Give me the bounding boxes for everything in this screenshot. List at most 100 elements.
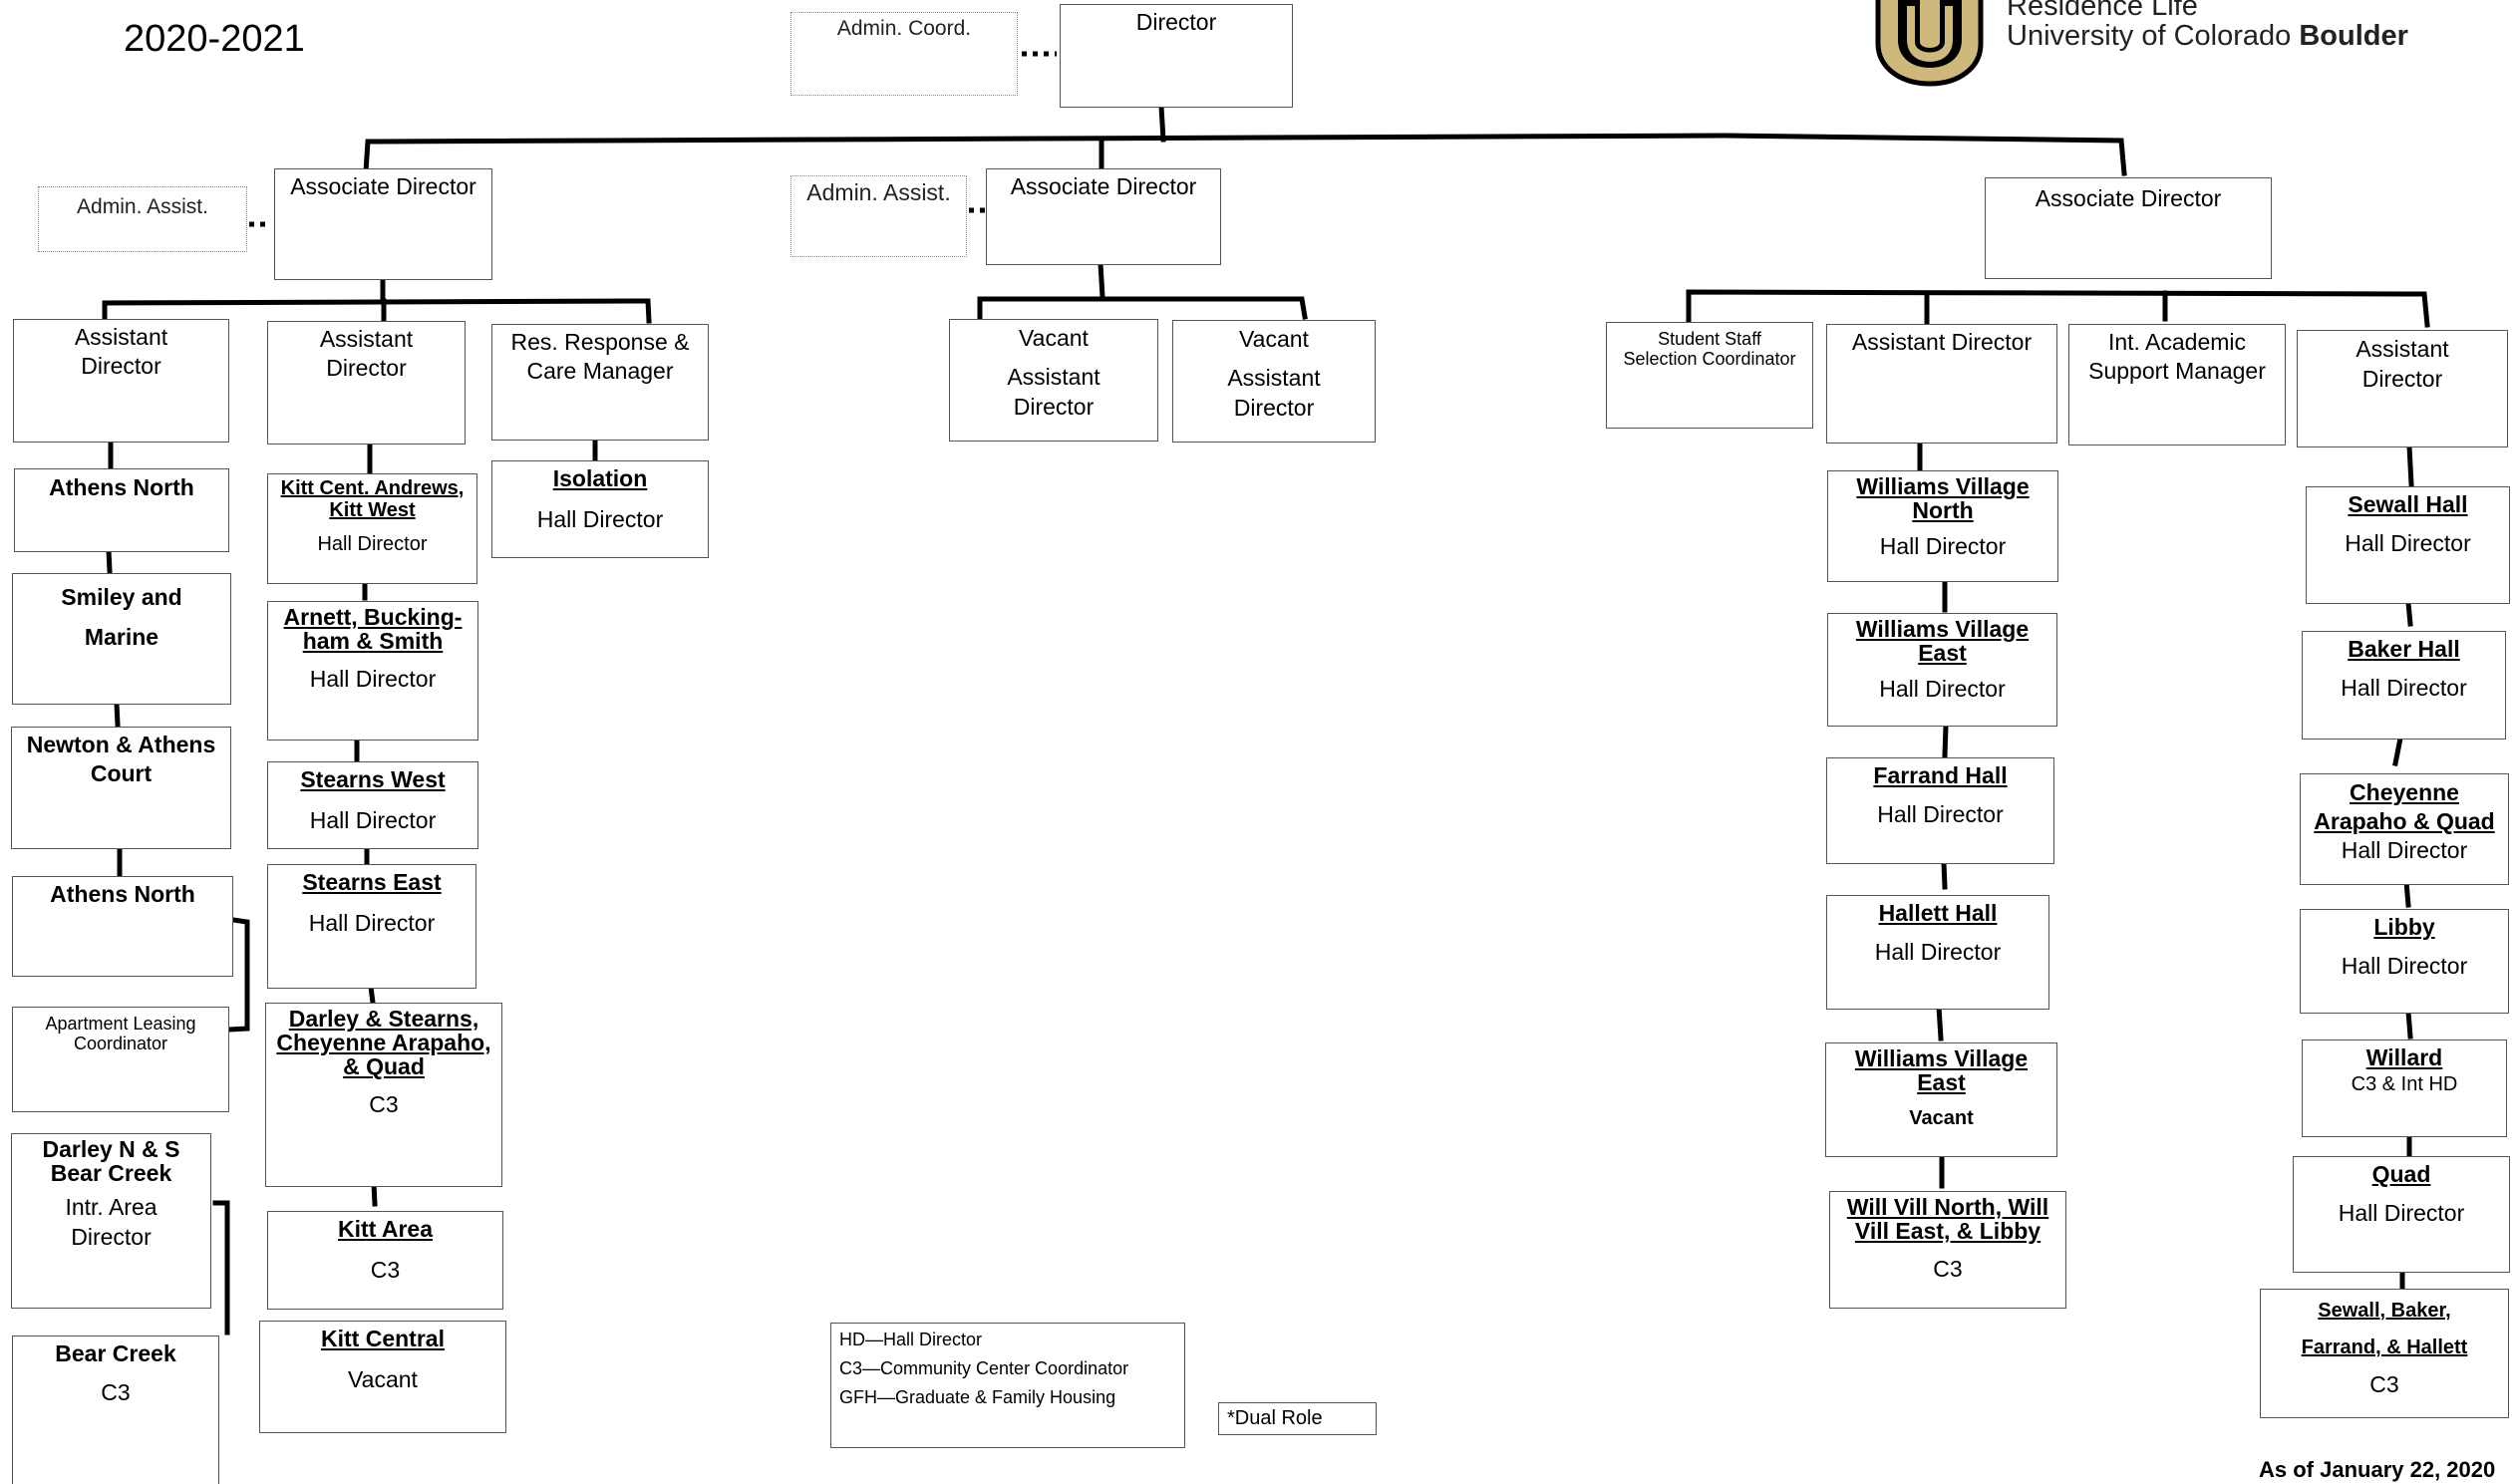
darley-stearns-role: C3 bbox=[369, 1091, 399, 1118]
sewall-box: Sewall Hall Hall Director bbox=[2306, 486, 2510, 604]
smiley-marine-box: Smiley and Marine bbox=[12, 573, 231, 705]
middle-assoc-box: Associate Director bbox=[986, 168, 1221, 265]
sewall-c3-line1: Sewall, Baker, bbox=[2318, 1300, 2451, 1322]
isolation-role: Hall Director bbox=[536, 506, 664, 533]
right-ad2-line1: Assistant bbox=[2356, 336, 2449, 362]
quad-title: Quad bbox=[2371, 1161, 2431, 1187]
vacant2-line1: Vacant bbox=[1239, 326, 1309, 352]
baker-box: Baker Hall Hall Director bbox=[2302, 631, 2506, 740]
farrand-role: Hall Director bbox=[1877, 801, 2004, 828]
wv-north-role: Hall Director bbox=[1879, 533, 2007, 560]
cheyenne-line1: Cheyenne bbox=[2350, 779, 2459, 805]
right-assoc-box: Associate Director bbox=[1985, 177, 2272, 279]
director-title: Director bbox=[1135, 9, 1217, 35]
wv-east-box: Williams Village East Hall Director bbox=[1827, 613, 2057, 727]
apt-leasing-line1: Apartment Leasing bbox=[45, 1014, 196, 1034]
stearns-east-title: Stearns East bbox=[302, 869, 442, 895]
athens-north-2-box: Athens North bbox=[12, 876, 233, 977]
libby-title: Libby bbox=[2373, 914, 2435, 940]
kitt-area-role: C3 bbox=[370, 1257, 401, 1284]
middle-admin-title: Admin. Assist. bbox=[806, 179, 951, 205]
baker-title: Baker Hall bbox=[2348, 636, 2460, 662]
athens-north-2-title: Athens North bbox=[50, 881, 195, 907]
vacant1-line3: Director bbox=[1013, 394, 1095, 420]
libby-role: Hall Director bbox=[2341, 953, 2468, 980]
kitt-cent-line1: Kitt Cent. Andrews, bbox=[280, 477, 465, 499]
left-ad1-box: Assistant Director bbox=[13, 319, 229, 443]
admin-coord-title: Admin. Coord. bbox=[836, 17, 972, 40]
wv-east-vacant-role: Vacant bbox=[1909, 1107, 1974, 1130]
wv-east-line1: Williams Village bbox=[1855, 616, 2030, 642]
quad-box: Quad Hall Director bbox=[2293, 1156, 2510, 1273]
sewall-c3-role: C3 bbox=[2369, 1371, 2399, 1397]
rrcm-line2: Care Manager bbox=[526, 358, 674, 385]
baker-role: Hall Director bbox=[2341, 675, 2467, 702]
darley-ns-line1: Darley N & S bbox=[42, 1136, 180, 1162]
vacant1-line1: Vacant bbox=[1019, 325, 1089, 351]
vacant-ad1-box: Vacant Assistant Director bbox=[949, 319, 1158, 442]
middle-admin-box: Admin. Assist. bbox=[790, 175, 967, 257]
left-ad1-line2: Director bbox=[81, 353, 161, 380]
hallett-box: Hallett Hall Hall Director bbox=[1826, 895, 2049, 1010]
right-ad-title: Assistant Director bbox=[1851, 329, 2033, 355]
smiley-line2: Marine bbox=[84, 624, 159, 650]
stearns-west-role: Hall Director bbox=[309, 807, 437, 834]
hallett-title: Hallett Hall bbox=[1878, 900, 1998, 926]
kitt-area-title: Kitt Area bbox=[338, 1216, 433, 1242]
stearns-east-role: Hall Director bbox=[308, 910, 436, 937]
isolation-box: Isolation Hall Director bbox=[491, 460, 709, 558]
middle-assoc-title: Associate Director bbox=[1010, 173, 1197, 199]
sewall-c3-box: Sewall, Baker, Farrand, & Hallett C3 bbox=[2260, 1289, 2509, 1418]
year-title: 2020-2021 bbox=[124, 18, 305, 60]
iasm-box: Int. Academic Support Manager bbox=[2068, 324, 2286, 445]
wv-north-line1: Williams Village bbox=[1856, 473, 2030, 499]
darley-stearns-box: Darley & Stearns, Cheyenne Arapaho, & Qu… bbox=[265, 1003, 502, 1187]
stearns-west-box: Stearns West Hall Director bbox=[267, 761, 478, 849]
sssc-box: Student Staff Selection Coordinator bbox=[1606, 322, 1813, 429]
quad-role: Hall Director bbox=[2338, 1200, 2465, 1227]
farrand-title: Farrand Hall bbox=[1873, 762, 2008, 788]
sewall-c3-line2: Farrand, & Hallett bbox=[2301, 1336, 2468, 1358]
legend-hd: HD—Hall Director bbox=[839, 1330, 983, 1349]
arnett-role: Hall Director bbox=[309, 666, 437, 693]
right-ad2-line2: Director bbox=[2361, 366, 2443, 392]
wv-east-line2: East bbox=[1918, 640, 1967, 667]
bear-creek-box: Bear Creek C3 bbox=[12, 1336, 219, 1484]
left-assoc-box: Associate Director bbox=[274, 168, 492, 280]
vacant-ad2-box: Vacant Assistant Director bbox=[1172, 320, 1376, 443]
cu-logo bbox=[1872, 0, 1987, 90]
willard-role: C3 & Int HD bbox=[2351, 1073, 2458, 1096]
darley-ns-line2: Bear Creek bbox=[50, 1160, 172, 1187]
athens-north-box: Athens North bbox=[14, 468, 229, 552]
legend-c3: C3—Community Center Coordinator bbox=[839, 1358, 1129, 1378]
right-ad-box: Assistant Director bbox=[1826, 324, 2057, 444]
wv-c3-box: Will Vill North, Will Vill East, & Libby… bbox=[1829, 1191, 2066, 1309]
newton-line1: Newton & Athens bbox=[26, 732, 216, 757]
dual-role-text: *Dual Role bbox=[1227, 1407, 1323, 1429]
right-assoc-title: Associate Director bbox=[2035, 185, 2222, 211]
smiley-line1: Smiley and bbox=[61, 584, 182, 610]
left-admin-box: Admin. Assist. bbox=[38, 186, 247, 252]
newton-line2: Court bbox=[90, 760, 153, 787]
kitt-central-title: Kitt Central bbox=[321, 1326, 445, 1351]
rrcm-line1: Res. Response & bbox=[510, 329, 690, 355]
athens-north-title: Athens North bbox=[49, 474, 194, 500]
dual-role-box: *Dual Role bbox=[1218, 1402, 1377, 1435]
vacant1-line2: Assistant bbox=[1007, 364, 1100, 390]
kitt-area-box: Kitt Area C3 bbox=[267, 1211, 503, 1310]
university-bold: Boulder bbox=[2299, 20, 2408, 52]
arnett-line1: Arnett, Bucking- bbox=[283, 604, 463, 630]
newton-athens-box: Newton & Athens Court bbox=[11, 727, 231, 849]
bear-creek-title: Bear Creek bbox=[55, 1340, 176, 1366]
rrcm-box: Res. Response & Care Manager bbox=[491, 324, 709, 441]
left-ad1-line1: Assistant bbox=[74, 324, 168, 350]
vacant2-line3: Director bbox=[1233, 395, 1315, 421]
libby-box: Libby Hall Director bbox=[2300, 909, 2509, 1014]
willard-title: Willard bbox=[2365, 1044, 2443, 1070]
cheyenne-role: Hall Director bbox=[2341, 836, 2468, 863]
darley-stearns-line3: & Quad bbox=[343, 1053, 425, 1080]
darley-ns-role: Intr. Area Director bbox=[65, 1194, 157, 1250]
stearns-west-title: Stearns West bbox=[300, 766, 446, 792]
sssc-line2: Selection Coordinator bbox=[1623, 349, 1796, 370]
